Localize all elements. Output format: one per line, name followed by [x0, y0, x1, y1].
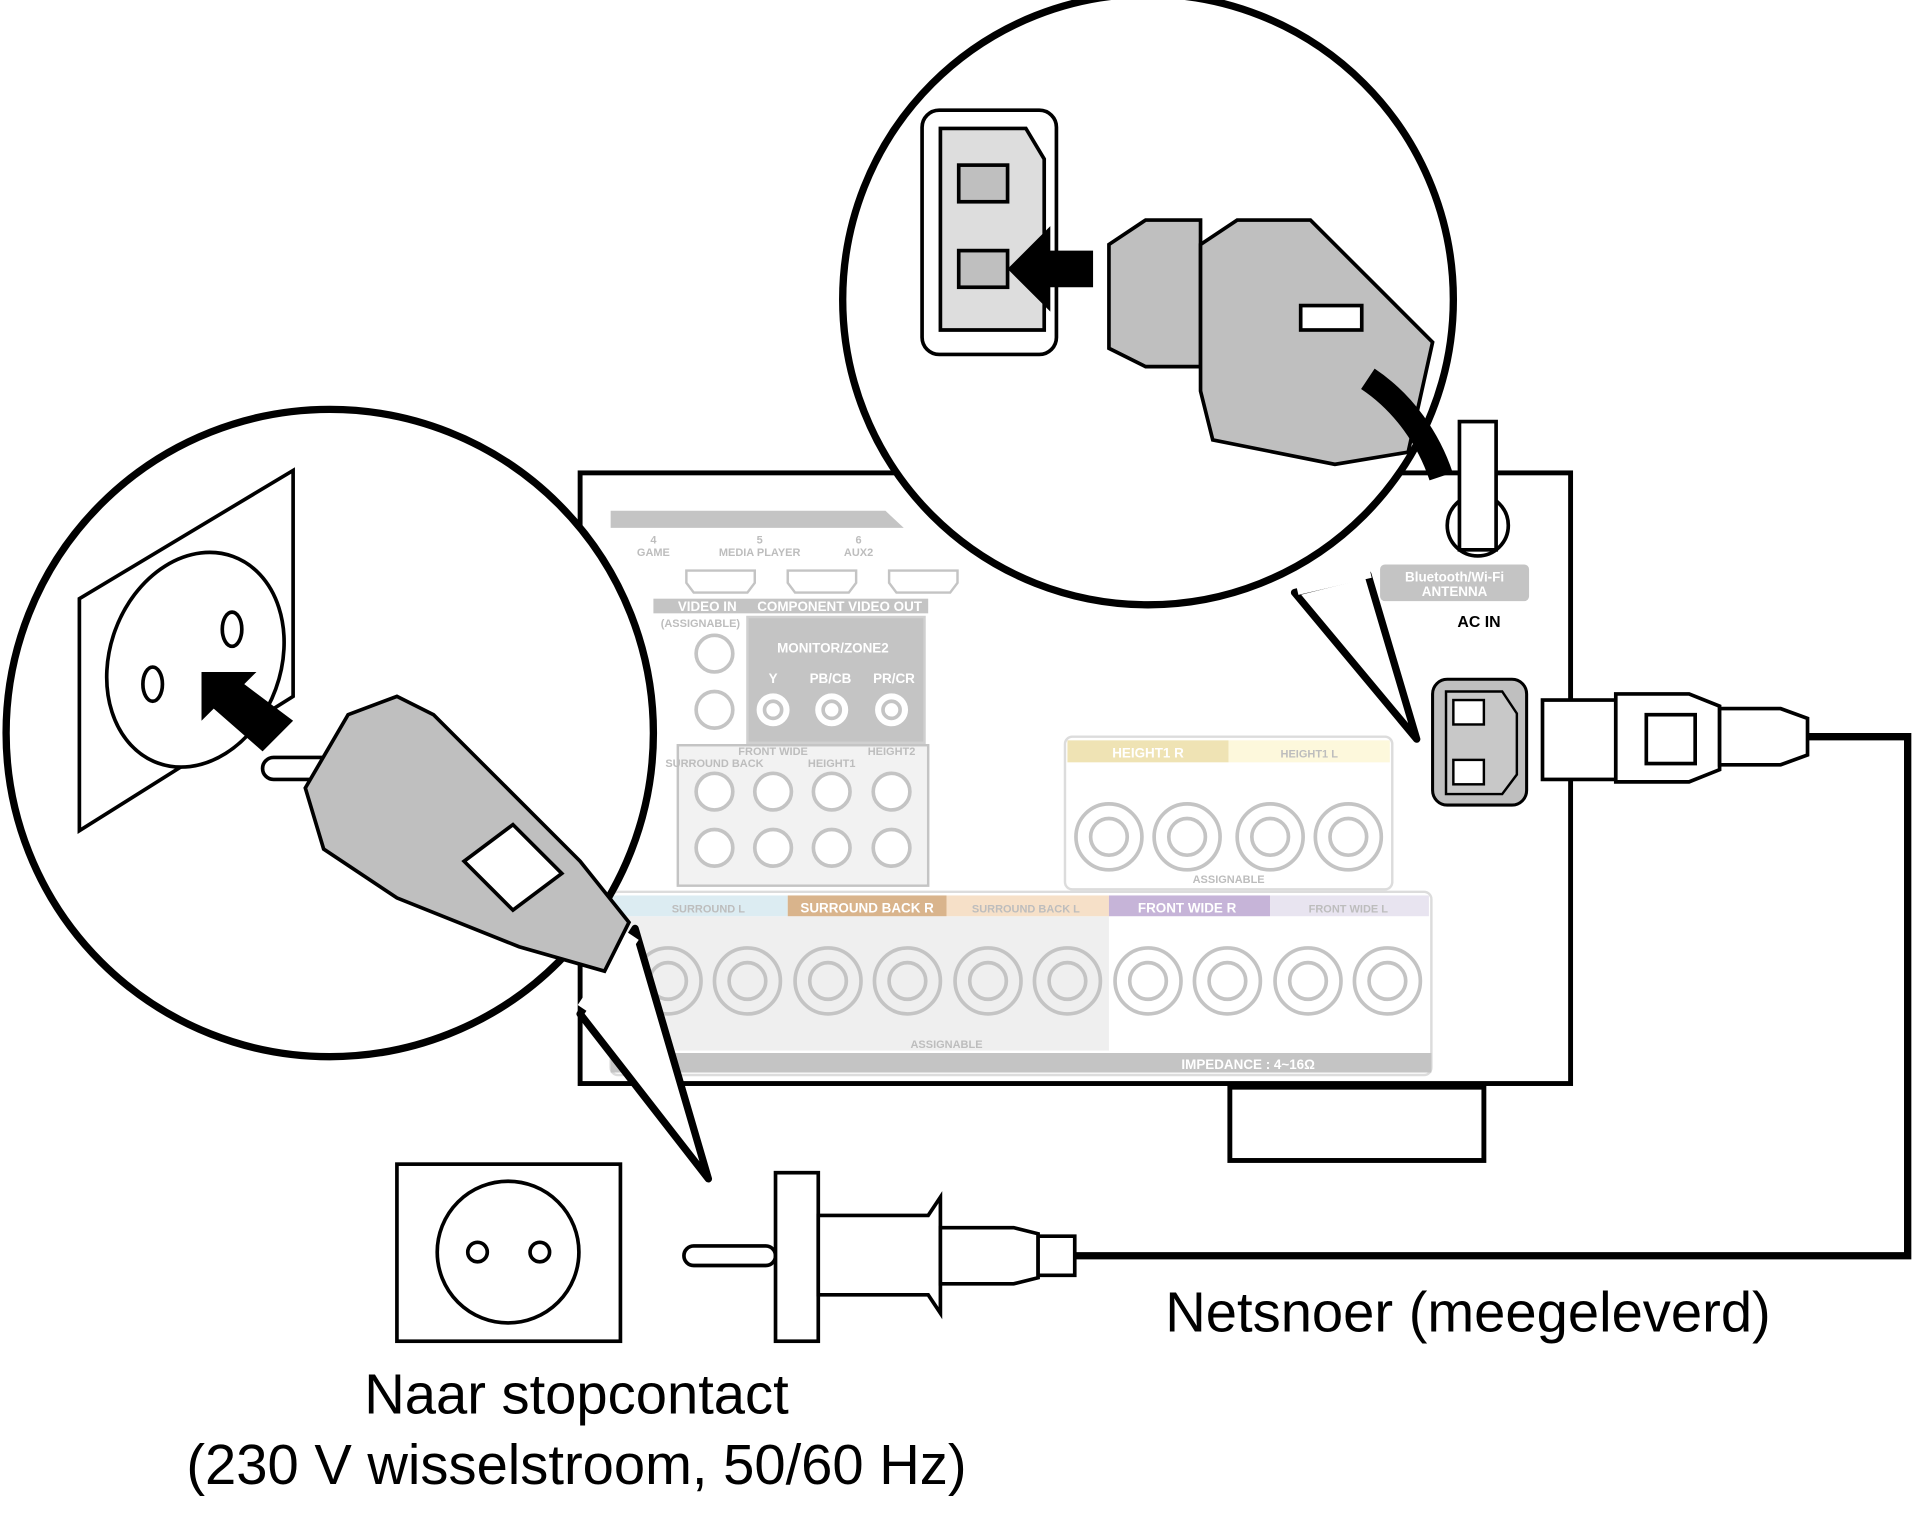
hdmi-4-num: 4 [650, 535, 657, 547]
speaker-front-wide-r: FRONT WIDE R [1138, 901, 1237, 916]
speaker-surround-back-l: SURROUND BACK L [972, 904, 1080, 916]
component-video-out-label: COMPONENT VIDEO OUT [757, 599, 923, 614]
antenna-label-2: ANTENNA [1422, 584, 1488, 599]
iec-plug-closeup [1107, 218, 1453, 481]
jack-pb-label: PB/CB [810, 671, 852, 686]
assignable-paren-label: (ASSIGNABLE) [661, 618, 741, 630]
antenna [1457, 419, 1498, 552]
assignable-label-2: ASSIGNABLE [911, 1039, 983, 1051]
wall-outlet [395, 1162, 623, 1344]
speaker-front-wide-l: FRONT WIDE L [1309, 904, 1389, 916]
hdmi-port-5 [786, 569, 858, 594]
preout-height2: HEIGHT2 [868, 746, 916, 758]
inlet-closeup [920, 108, 1059, 357]
insert-arrow-icon-2 [201, 671, 294, 752]
outlet-caption-line1: Naar stopcontact [364, 1362, 789, 1425]
monitor-zone2-label: MONITOR/ZONE2 [777, 640, 889, 655]
preout-height1: HEIGHT1 [808, 758, 856, 770]
hdmi-5-num: 5 [757, 535, 763, 547]
impedance-label: IMPEDANCE : 4~16Ω [1181, 1057, 1315, 1072]
hdmi-6-num: 6 [856, 535, 862, 547]
hdmi-port-4 [685, 569, 756, 594]
hdmi-4-name: GAME [637, 547, 670, 559]
assignable-label: ASSIGNABLE [1193, 874, 1265, 886]
height1-r-label: HEIGHT1 R [1112, 745, 1184, 760]
schuko-plug [682, 1170, 1077, 1344]
jack-pr-label: PR/CR [873, 671, 915, 686]
ac-in-label: AC IN [1457, 614, 1500, 631]
iec-plug [1540, 692, 1810, 784]
jack-y-label: Y [769, 671, 778, 686]
schuko-plug-closeup [260, 694, 632, 974]
ac-in-socket [1431, 677, 1529, 807]
magnifier-wall-socket [2, 405, 713, 1183]
antenna-label-1: Bluetooth/Wi-Fi [1405, 570, 1504, 585]
insert-arrow-icon [1007, 226, 1094, 312]
cord-caption: Netsnoer (meegeleverd) [1165, 1280, 1771, 1343]
hdmi-5-name: MEDIA PLAYER [719, 547, 801, 559]
height1-l-label: HEIGHT1 L [1281, 748, 1339, 760]
video-in-label: VIDEO IN [678, 599, 737, 614]
power-cord [682, 692, 1912, 1344]
speaker-surround-back-r: SURROUND BACK R [800, 901, 934, 916]
hdmi-port-6 [887, 569, 959, 594]
magnifier-ac-inlet [839, 0, 1457, 743]
preout-front-wide: FRONT WIDE [738, 746, 808, 758]
hdmi-labels: 4 GAME 5 MEDIA PLAYER 6 AUX2 [637, 535, 873, 559]
speaker-surround-l: SURROUND L [672, 904, 746, 916]
hdmi-6-name: AUX2 [844, 547, 873, 559]
preout-surround-back: SURROUND BACK [665, 758, 763, 770]
outlet-caption-line2: (230 V wisselstroom, 50/60 Hz) [186, 1433, 966, 1496]
